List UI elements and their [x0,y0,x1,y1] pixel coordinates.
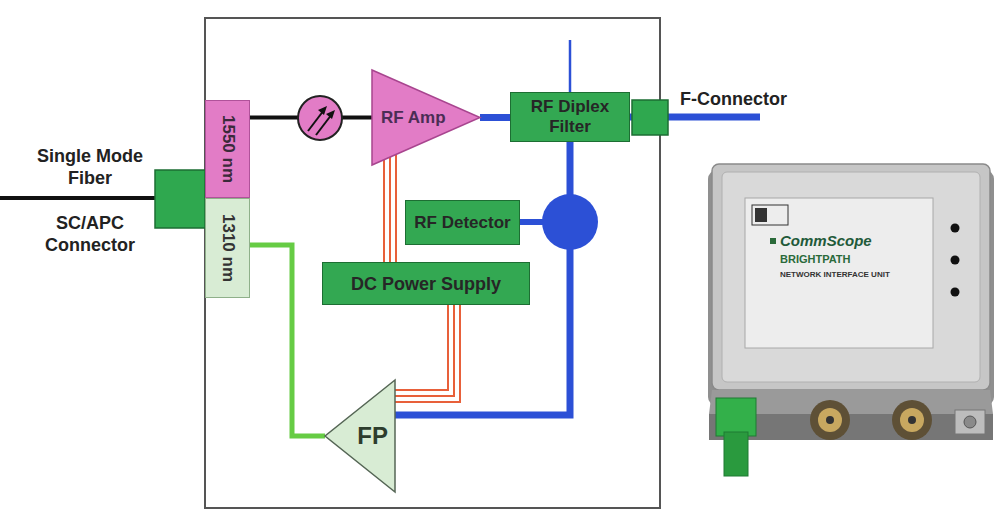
signal-connector [250,245,325,436]
connector-line [395,305,460,402]
node-text: RF Diplex Filter [519,97,621,137]
brand-text: CommScope [780,232,872,250]
connector-line [395,305,454,396]
connector-line [395,305,448,390]
connector-line [250,245,325,436]
signal-connector [384,154,396,262]
node-text: 1550 nm [218,115,238,183]
signal-connector [480,117,510,118]
product-text: NETWORK INTERFACE UNIT [780,270,890,280]
sc-apc-connector [155,170,205,228]
fiber-label: Single Mode Fiber [25,145,155,189]
device-illustration [708,164,994,476]
product-text: BRIGHTPATH [780,253,850,266]
node-text: RF Amp [381,108,446,128]
node-text: DC Power Supply [351,274,501,294]
connector-line [395,154,397,262]
detector-box: RF Detector [405,200,520,245]
rf-coupler-symbol [542,194,598,250]
connector-line [383,160,385,262]
node-text: FP [357,426,388,446]
connector-line [389,157,391,262]
fiber-line [0,196,158,200]
connector-line [480,114,510,121]
filter-box: RF Diplex Filter [510,92,630,142]
power-supply-box: DC Power Supply [322,262,530,305]
node-text: 1310 nm [218,214,238,282]
unit-enclosure [205,18,660,508]
wavelength-band: 1310 nm [205,198,250,298]
connector-label: F-Connector [680,88,787,110]
f-connector-block [632,100,668,135]
node-text: RF Detector [414,213,510,233]
signal-connector [395,305,460,402]
connector-label: SC/APC Connector [25,212,155,256]
amplifier-triangle: RF Amp [372,70,480,165]
wavelength-band: 1550 nm [205,100,250,198]
laser-triangle: FP [325,380,395,492]
rf-feed-line [569,40,572,93]
attenuator-symbol [298,96,342,140]
